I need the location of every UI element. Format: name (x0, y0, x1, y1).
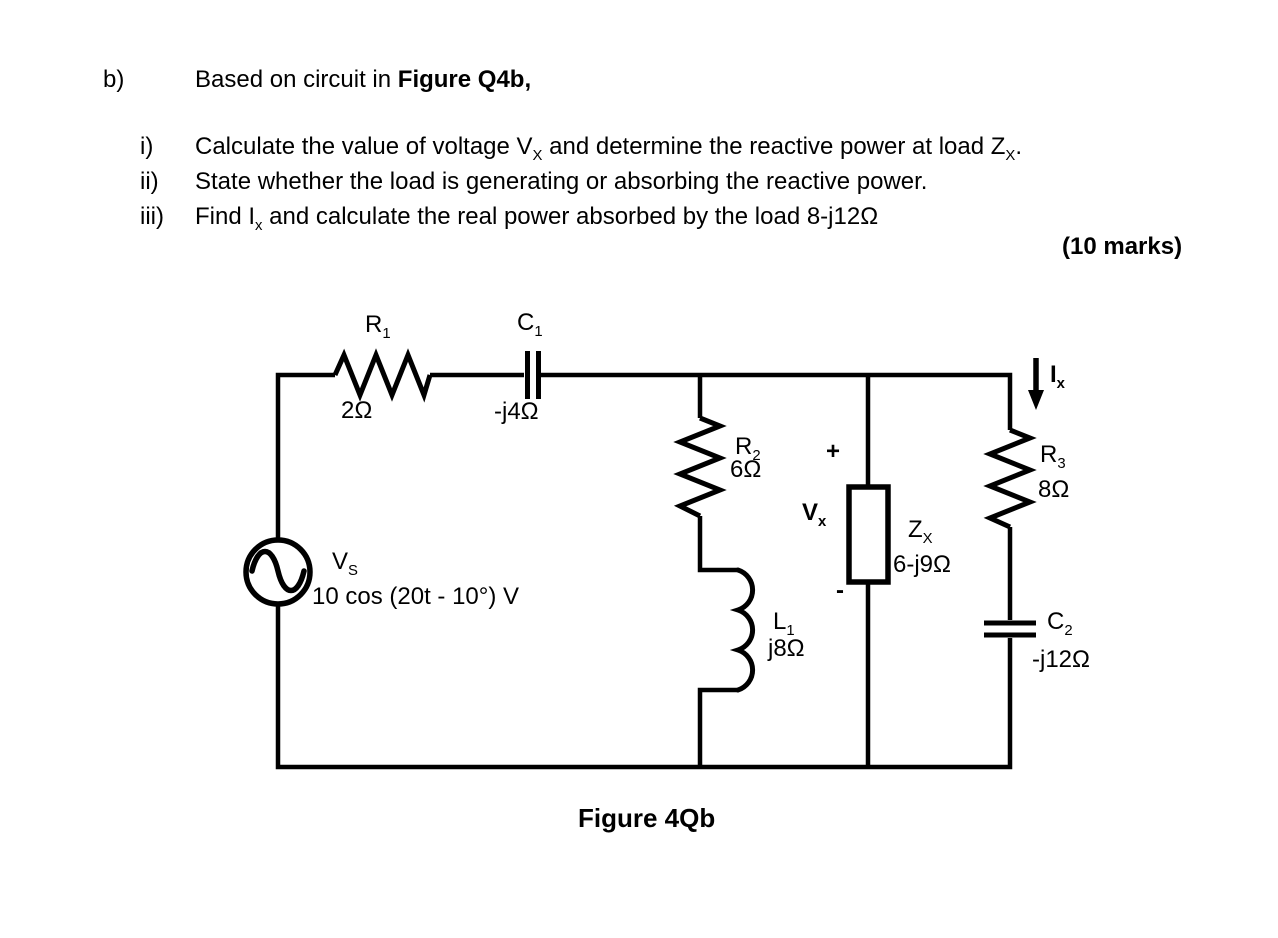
item-iii-numeral: iii) (140, 203, 164, 230)
item-i-sub2: X (1005, 147, 1016, 164)
label-zx-value: 6-j9Ω (893, 551, 951, 578)
r3-name: R (1040, 441, 1058, 468)
label-l1-value: j8Ω (768, 635, 805, 662)
marks-label: (10 marks) (1062, 233, 1183, 260)
label-r3: R3 (1040, 441, 1066, 471)
c1-sub: 1 (534, 323, 543, 340)
c2-sub: 2 (1064, 622, 1073, 639)
label-r1-value: 2Ω (341, 397, 373, 424)
question-intro: Based on circuit in Figure Q4b, (195, 66, 531, 95)
zx-name: Z (908, 516, 923, 543)
ix-arrowhead-icon (1028, 390, 1044, 410)
item-i-sub1: X (532, 147, 543, 164)
r1-name: R (365, 311, 383, 338)
r3-sub: 3 (1057, 455, 1066, 472)
label-r2-value: 6Ω (730, 456, 762, 483)
c2-name: C (1047, 608, 1065, 635)
item-iii-pre: Find I (195, 203, 256, 230)
ix-sub: x (1056, 375, 1065, 392)
label-zx: ZX (908, 516, 933, 546)
item-ii-text: State whether the load is generating or … (195, 168, 927, 197)
ac-source-sine-icon (249, 548, 307, 594)
label-r2: R2 (735, 433, 761, 463)
item-iii-sub1: x (255, 217, 263, 234)
label-vs: VS (332, 548, 358, 578)
vx-sub: x (818, 513, 827, 530)
label-c1: C1 (517, 309, 543, 339)
r1-sub: 1 (382, 325, 391, 342)
item-ii-numeral: ii) (140, 168, 159, 195)
vs-sub: S (348, 562, 358, 579)
vx-minus-sign: - (836, 577, 844, 604)
l1-sub: 1 (786, 622, 795, 639)
capacitor-c2-symbol (984, 620, 1036, 638)
label-r3-value: 8Ω (1038, 476, 1070, 503)
item-iii-text: Find Ix and calculate the real power abs… (195, 203, 879, 234)
figure-caption: Figure 4Qb (578, 803, 716, 833)
item-ii-pre: State whether the load is generating or … (195, 168, 928, 195)
label-vs-value: 10 cos (20t - 10°) V (312, 583, 520, 610)
label-l1: L1 (773, 608, 795, 638)
item-i-numeral: i) (140, 133, 154, 160)
vs-name: V (332, 548, 349, 575)
question-part-label: b) (103, 66, 125, 93)
load-zx-symbol (846, 484, 891, 585)
zx-sub: X (922, 530, 933, 547)
circuit-wires (275, 372, 1013, 770)
item-iii-mid: and calculate the real power absorbed by… (262, 203, 879, 230)
intro-text: Based on circuit in (195, 66, 398, 93)
label-c2: C2 (1047, 608, 1073, 638)
item-i-pre: Calculate the value of voltage V (195, 133, 533, 160)
label-c1-value: -j4Ω (494, 398, 539, 425)
resistor-r2-symbol (673, 415, 727, 519)
resistor-r3-symbol (983, 427, 1037, 530)
label-vx: Vx (802, 499, 826, 529)
ix-name: I (1050, 361, 1057, 388)
inductor-l1-symbol (729, 567, 756, 693)
capacitor-c1-symbol (525, 351, 541, 399)
intro-figure-ref: Figure Q4b, (397, 66, 532, 93)
item-i-post: . (1015, 133, 1022, 160)
label-r1: R1 (365, 311, 391, 341)
vx-plus-sign: + (826, 438, 841, 465)
item-i-mid: and determine the reactive power at load… (542, 133, 1006, 160)
r2-sub: 2 (752, 447, 761, 464)
l1-name: L (773, 608, 787, 635)
vx-name: V (802, 499, 819, 526)
label-c2-value: -j12Ω (1032, 646, 1090, 673)
resistor-r1-symbol (332, 348, 433, 403)
c1-name: C (517, 309, 535, 336)
item-i-text: Calculate the value of voltage VX and de… (195, 133, 1022, 164)
label-ix: Ix (1050, 361, 1065, 391)
r2-name: R (735, 433, 753, 460)
